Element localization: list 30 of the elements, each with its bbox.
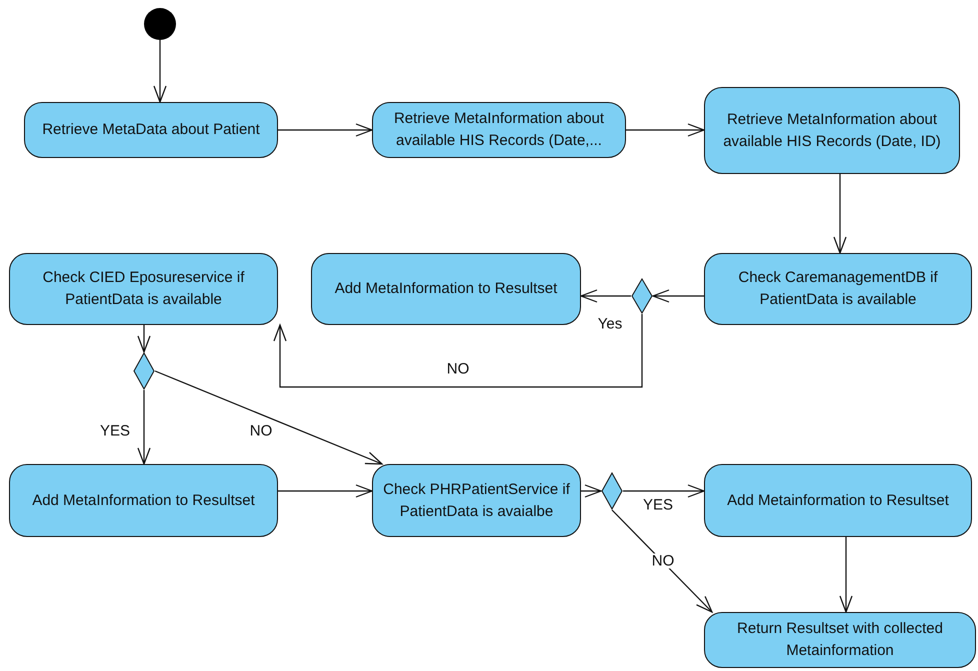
edge-label: NO xyxy=(248,424,274,438)
arrow xyxy=(581,484,602,498)
action-label: Add MetaInformation to Resultset xyxy=(334,279,558,299)
arrow xyxy=(273,314,643,388)
arrow xyxy=(137,390,151,465)
action-label: Check CaremanagementDB if PatientData is available xyxy=(737,268,939,310)
arrow xyxy=(154,370,383,465)
edge-label: NO xyxy=(444,362,472,376)
edge-label: YES xyxy=(641,498,675,512)
arrow xyxy=(839,537,853,613)
edge-label: Yes xyxy=(596,316,624,332)
action-label: Add Metainformation to Resultset xyxy=(727,490,949,510)
arrow xyxy=(153,40,167,103)
arrow xyxy=(580,289,631,303)
action-label: Return Resultset with collected Metainformation xyxy=(736,619,944,661)
arrow xyxy=(278,484,373,498)
edge-label: NO xyxy=(650,554,676,568)
arrow xyxy=(278,123,373,137)
arrow xyxy=(652,289,704,303)
arrow xyxy=(626,123,705,137)
action-label: Retrieve MetaInformation about available HIS Records (Date, ID) xyxy=(722,110,942,152)
arrow xyxy=(833,174,847,254)
arrow xyxy=(623,484,705,498)
action-label: Check PHRPatientService if PatientData is avaialbe xyxy=(382,480,571,522)
action-label: Retrieve MetaData about Patient xyxy=(42,120,260,140)
edge-label: YES xyxy=(98,424,132,438)
action-label: Check CIED Eposureservice if PatientData is available xyxy=(42,268,246,310)
action-label: Add MetaInformation to Resultset xyxy=(32,490,255,510)
action-label: Retrieve MetaInformation about available HIS Records (Date,... xyxy=(392,109,606,151)
arrow xyxy=(137,325,151,353)
